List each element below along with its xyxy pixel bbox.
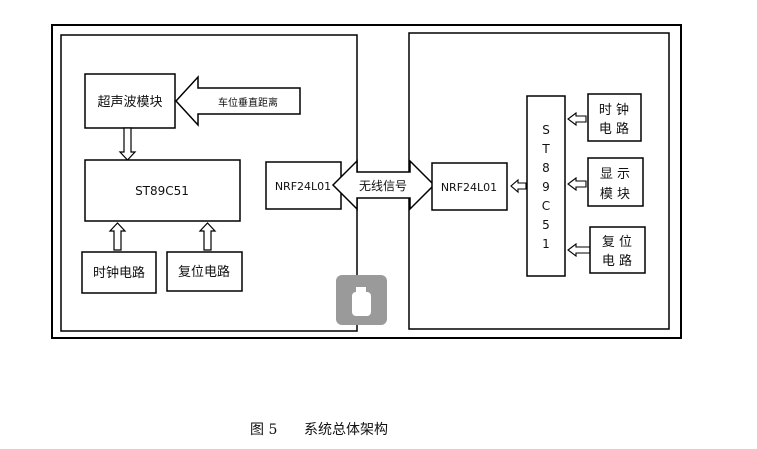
vertical-distance-arrow	[174, 75, 301, 127]
reset-to-mcu-arrow	[198, 222, 217, 251]
usb-drive-icon[interactable]	[336, 275, 387, 325]
right-display-box	[587, 157, 644, 207]
right-nrf-label: NRF24L01	[441, 181, 497, 194]
right-clock-box	[587, 93, 642, 142]
right-mcu-char: S	[542, 123, 550, 137]
ultrasonic-to-mcu-arrow	[118, 127, 137, 161]
right-mcu-char: T	[541, 142, 550, 156]
left-nrf-box	[265, 161, 342, 210]
mcu-to-right-nrf-arrow	[510, 178, 527, 194]
right-mcu-char: 1	[542, 237, 550, 251]
figure-title: 系统总体架构	[304, 422, 388, 438]
reset-to-right-mcu-arrow	[567, 242, 591, 258]
display-to-right-mcu-arrow	[567, 176, 587, 192]
right-mcu-char: 9	[542, 180, 550, 194]
left-mcu-label: ST89C51	[135, 184, 189, 198]
clock-to-mcu-arrow	[108, 222, 127, 251]
right-display-label-line1: 显 示	[600, 167, 630, 182]
right-display-label-line2: 模 块	[600, 187, 630, 202]
right-reset-label-line2: 电 路	[602, 253, 632, 269]
right-mcu-char: 5	[542, 218, 550, 232]
right-nrf-box	[431, 162, 508, 211]
right-reset-label-line1: 复 位	[602, 235, 632, 250]
wireless-signal-label: 无线信号	[359, 179, 407, 193]
right-mcu-char: C	[542, 199, 550, 213]
left-nrf-label: NRF24L01	[275, 180, 331, 193]
ultrasonic-module-box	[84, 73, 176, 129]
clock-to-right-mcu-arrow	[567, 111, 587, 127]
vertical-distance-label: 车位垂直距离	[218, 96, 278, 109]
left-clock-box	[81, 251, 157, 294]
right-mcu-box	[526, 95, 566, 277]
left-mcu-box	[84, 159, 241, 222]
right-mcu-char: 8	[542, 161, 550, 175]
right-mcu-label: S T 8 9 C 5 1	[541, 123, 550, 251]
right-clock-label-line2: 电 路	[599, 121, 629, 137]
right-reset-box	[589, 226, 646, 274]
ultrasonic-module-label: 超声波模块	[97, 95, 162, 110]
left-clock-label: 时钟电路	[93, 265, 145, 281]
right-clock-label-line1: 时 钟	[599, 102, 629, 118]
left-reset-box	[166, 251, 243, 292]
figure-number: 图 5	[250, 422, 277, 438]
left-reset-label: 复位电路	[178, 264, 230, 280]
outer-frame	[51, 24, 682, 339]
